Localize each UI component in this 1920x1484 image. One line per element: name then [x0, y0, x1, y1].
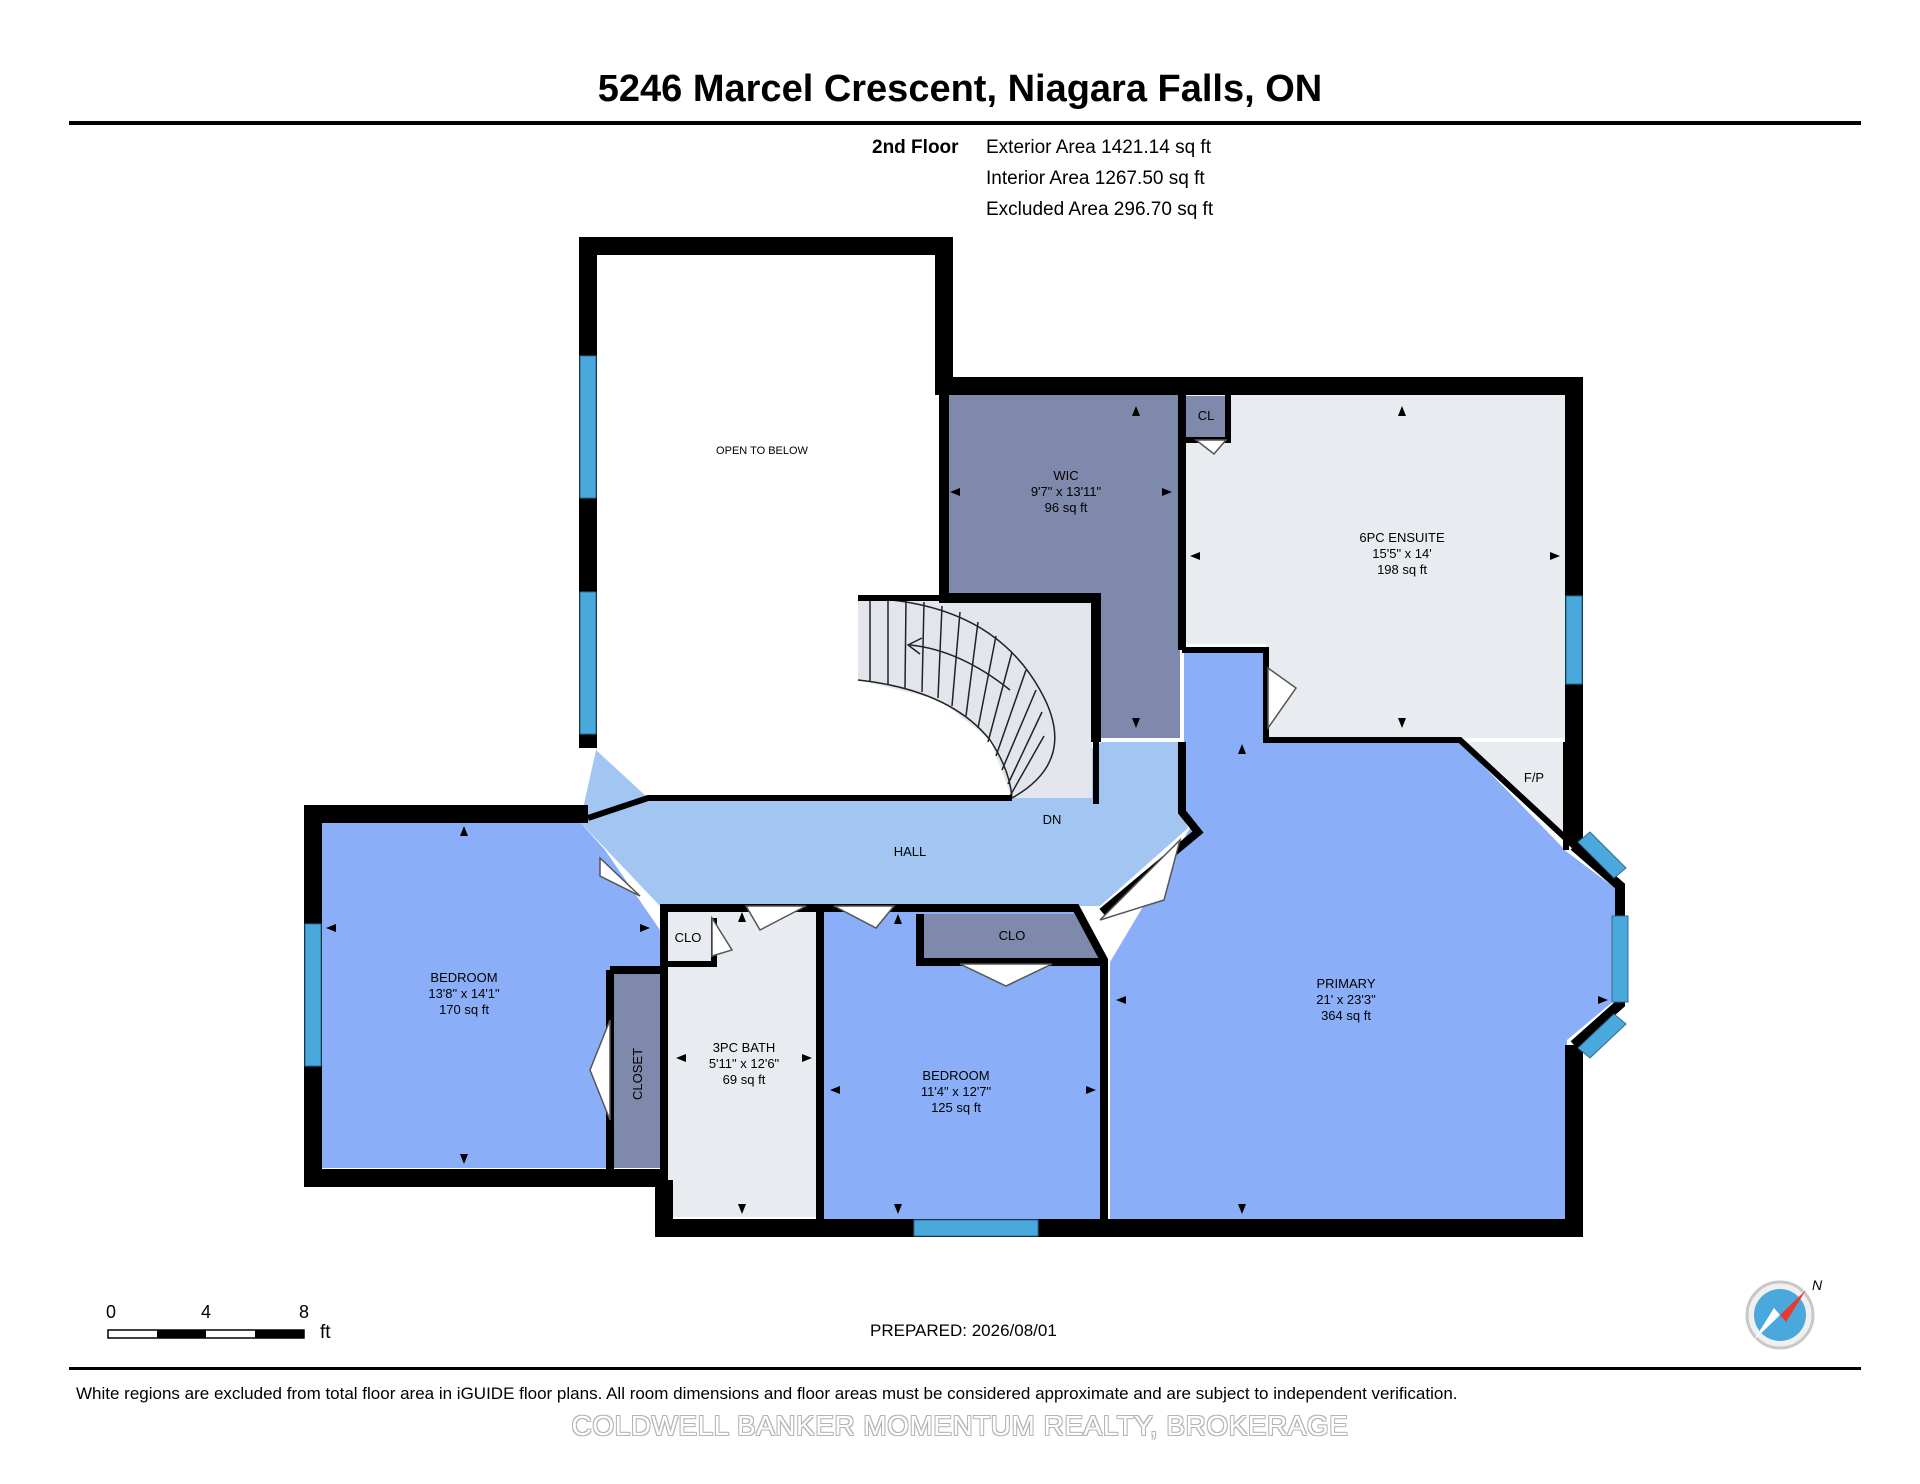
wic-name: WIC — [1053, 468, 1078, 483]
window-bay-bottom — [1577, 1013, 1627, 1059]
hall-label: HALL — [894, 844, 927, 859]
window-bay-top — [1577, 831, 1627, 879]
brokerage-watermark: COLDWELL BANKER MOMENTUM REALTY, BROKERA… — [571, 1410, 1349, 1441]
scale-bar — [107, 1329, 305, 1339]
ensuite-fill — [1184, 394, 1567, 738]
bath-area: 69 sq ft — [723, 1072, 766, 1087]
prepared-date: PREPARED: 2026/08/01 — [870, 1321, 1057, 1340]
primary-area: 364 sq ft — [1321, 1008, 1371, 1023]
interior-area: Interior Area 1267.50 sq ft — [986, 168, 1205, 189]
bath-dims: 5'11" x 12'6" — [709, 1056, 780, 1071]
staircase — [857, 597, 1056, 799]
window-bedroom-left — [304, 923, 322, 1067]
ensuite-area: 198 sq ft — [1377, 562, 1427, 577]
closet-label: CLOSET — [630, 1048, 645, 1100]
door-primary[interactable] — [1099, 837, 1182, 921]
scale-tick-0: 0 — [106, 1302, 117, 1322]
wall-open-to-below — [579, 237, 1583, 846]
clo-small-label: CLO — [675, 930, 702, 945]
door-ensuite[interactable] — [1267, 666, 1298, 731]
window-open-left-2 — [579, 591, 597, 735]
wall-ensuite-bottom — [1182, 647, 1577, 849]
window-bay-center — [1611, 915, 1629, 1003]
room-fills — [322, 394, 1615, 1219]
clo-bedroom-label: CLO — [999, 928, 1026, 943]
bath-name: 3PC BATH — [713, 1040, 776, 1055]
clo-bedroom-fill — [924, 914, 1100, 958]
bedroom-left-fill — [322, 822, 660, 1168]
door-bedroom-left[interactable] — [599, 856, 641, 897]
window-bedroom-mid — [913, 1219, 1039, 1237]
door-bath[interactable] — [744, 905, 807, 931]
floor-label: 2nd Floor — [872, 137, 959, 158]
door-cl[interactable] — [1193, 439, 1228, 456]
dimension-arrows — [326, 406, 1608, 1214]
cl-label: CL — [1198, 408, 1215, 423]
scale-unit: ft — [320, 1322, 331, 1343]
closet-fill — [614, 972, 660, 1168]
footer-rule — [69, 1367, 1861, 1370]
disclaimer: White regions are excluded from total fl… — [76, 1384, 1458, 1403]
hall-fill — [580, 742, 1188, 906]
compass-icon: N — [1745, 1277, 1823, 1350]
stair-fill — [858, 598, 1092, 798]
bedroom-left-name: BEDROOM — [430, 970, 497, 985]
excluded-area: Excluded Area 296.70 sq ft — [986, 199, 1214, 220]
door-clo-bedroom[interactable] — [959, 963, 1053, 987]
door-clo-small[interactable] — [711, 915, 734, 958]
wall-hall-diag — [587, 795, 1012, 821]
bedroom-left-dims: 13'8" x 14'1" — [428, 986, 500, 1001]
open-to-below-label: OPEN TO BELOW — [716, 445, 809, 457]
cl-fill — [1186, 396, 1226, 438]
primary-fill — [1110, 650, 1615, 1219]
bath-fill — [668, 910, 818, 1217]
compass-north-label: N — [1812, 1277, 1823, 1293]
page-title: 5246 Marcel Crescent, Niagara Falls, ON — [597, 68, 1323, 110]
bedroom-mid-dims: 11'4" x 12'7" — [921, 1084, 992, 1099]
window-open-left-1 — [579, 355, 597, 499]
fp-label: F/P — [1524, 770, 1544, 785]
ensuite-name: 6PC ENSUITE — [1359, 530, 1445, 545]
door-bedroom-mid[interactable] — [833, 905, 896, 929]
primary-name: PRIMARY — [1317, 976, 1376, 991]
scale-tick-4: 4 — [201, 1302, 212, 1322]
wic-dims: 9'7" x 13'11" — [1031, 484, 1102, 499]
dn-label: DN — [1043, 812, 1062, 827]
wic-fill — [940, 394, 1180, 738]
bedroom-mid-area: 125 sq ft — [931, 1100, 981, 1115]
window-ensuite — [1565, 595, 1583, 685]
title-rule — [69, 121, 1861, 125]
primary-dims: 21' x 23'3" — [1316, 992, 1376, 1007]
exterior-area: Exterior Area 1421.14 sq ft — [986, 137, 1211, 158]
bedroom-mid-name: BEDROOM — [922, 1068, 989, 1083]
wall-stair — [858, 595, 1099, 804]
wic-area: 96 sq ft — [1045, 500, 1088, 515]
windows — [304, 355, 1629, 1237]
bedroom-mid-fill — [824, 912, 1102, 1219]
bedroom-left-area: 170 sq ft — [439, 1002, 489, 1017]
ensuite-dims: 15'5" x 14' — [1372, 546, 1431, 561]
wall-clo-bedroom — [916, 914, 1100, 966]
scale-tick-8: 8 — [299, 1302, 310, 1322]
doors — [589, 439, 1298, 1121]
wall-right-lower — [655, 1045, 1583, 1237]
door-closet[interactable] — [589, 1019, 611, 1121]
